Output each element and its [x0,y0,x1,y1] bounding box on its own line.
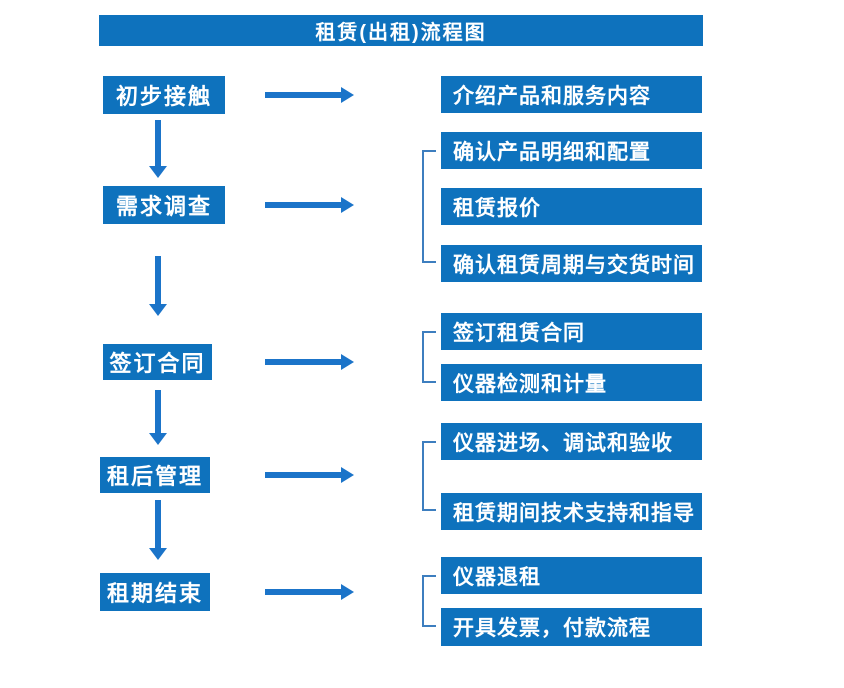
detail-confirm-lease-period: 确认租赁周期与交货时间 [441,245,702,282]
right-arrow-icon-4 [265,467,354,483]
down-arrow-icon-1 [149,120,167,178]
group-bracket-lease-end [422,575,436,627]
group-bracket-demand-survey [422,150,436,263]
detail-instrument-setup: 仪器进场、调试和验收 [441,423,702,460]
detail-rental-quote: 租赁报价 [441,188,702,225]
stage-demand-survey: 需求调查 [103,186,225,224]
stage-lease-end: 租期结束 [100,573,210,611]
detail-introduce-products: 介绍产品和服务内容 [441,76,702,113]
stage-post-rental-management: 租后管理 [100,457,210,493]
detail-confirm-product-details: 确认产品明细和配置 [441,132,702,169]
detail-sign-lease-contract: 签订租赁合同 [441,313,702,350]
right-arrow-icon-2 [265,197,354,213]
right-arrow-icon-1 [265,87,354,103]
detail-instrument-return: 仪器退租 [441,557,702,594]
right-arrow-icon-3 [265,354,354,370]
down-arrow-icon-4 [149,500,167,560]
down-arrow-icon-2 [149,256,167,316]
stage-sign-contract: 签订合同 [103,344,212,380]
stage-initial-contact: 初步接触 [103,76,225,114]
detail-tech-support: 租赁期间技术支持和指导 [441,493,702,530]
down-arrow-icon-3 [149,390,167,445]
chart-title: 租赁(出租)流程图 [99,15,703,46]
detail-invoice-payment: 开具发票，付款流程 [441,608,702,646]
group-bracket-post-rental [422,441,436,511]
right-arrow-icon-5 [265,584,354,600]
group-bracket-sign-contract [422,331,436,383]
detail-instrument-inspection: 仪器检测和计量 [441,364,702,401]
